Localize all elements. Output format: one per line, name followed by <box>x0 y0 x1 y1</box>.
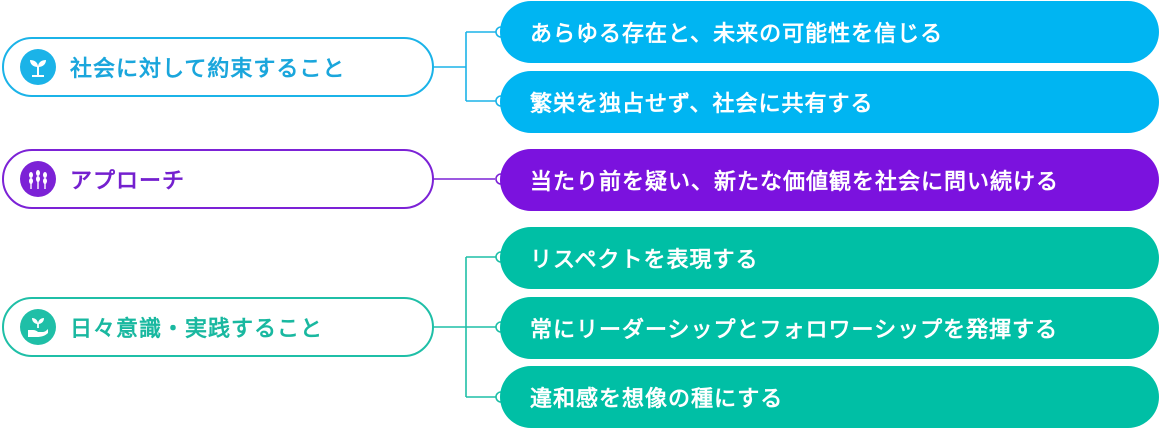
hand-sprout-icon <box>20 309 56 345</box>
category-promise-to-society: 社会に対して約束すること <box>2 37 434 97</box>
item-believe-in-possibilities: あらゆる存在と、未来の可能性を信じる <box>500 1 1159 63</box>
category-approach: アプローチ <box>2 149 434 209</box>
category-label: 日々意識・実践すること <box>70 317 324 342</box>
item-express-respect: リスペクトを表現する <box>500 227 1159 289</box>
item-question-norms: 当たり前を疑い、新たな価値観を社会に問い続ける <box>500 149 1159 211</box>
wheat-icon <box>20 161 56 197</box>
category-daily-practice: 日々意識・実践すること <box>2 297 434 357</box>
item-share-prosperity: 繁栄を独占せず、社会に共有する <box>500 71 1159 133</box>
category-label: アプローチ <box>70 169 186 194</box>
item-discomfort-seeds: 違和感を想像の種にする <box>500 366 1159 428</box>
sprout-icon <box>20 49 56 85</box>
item-leadership-followership: 常にリーダーシップとフォロワーシップを発揮する <box>500 297 1159 359</box>
category-label: 社会に対して約束すること <box>70 57 346 82</box>
